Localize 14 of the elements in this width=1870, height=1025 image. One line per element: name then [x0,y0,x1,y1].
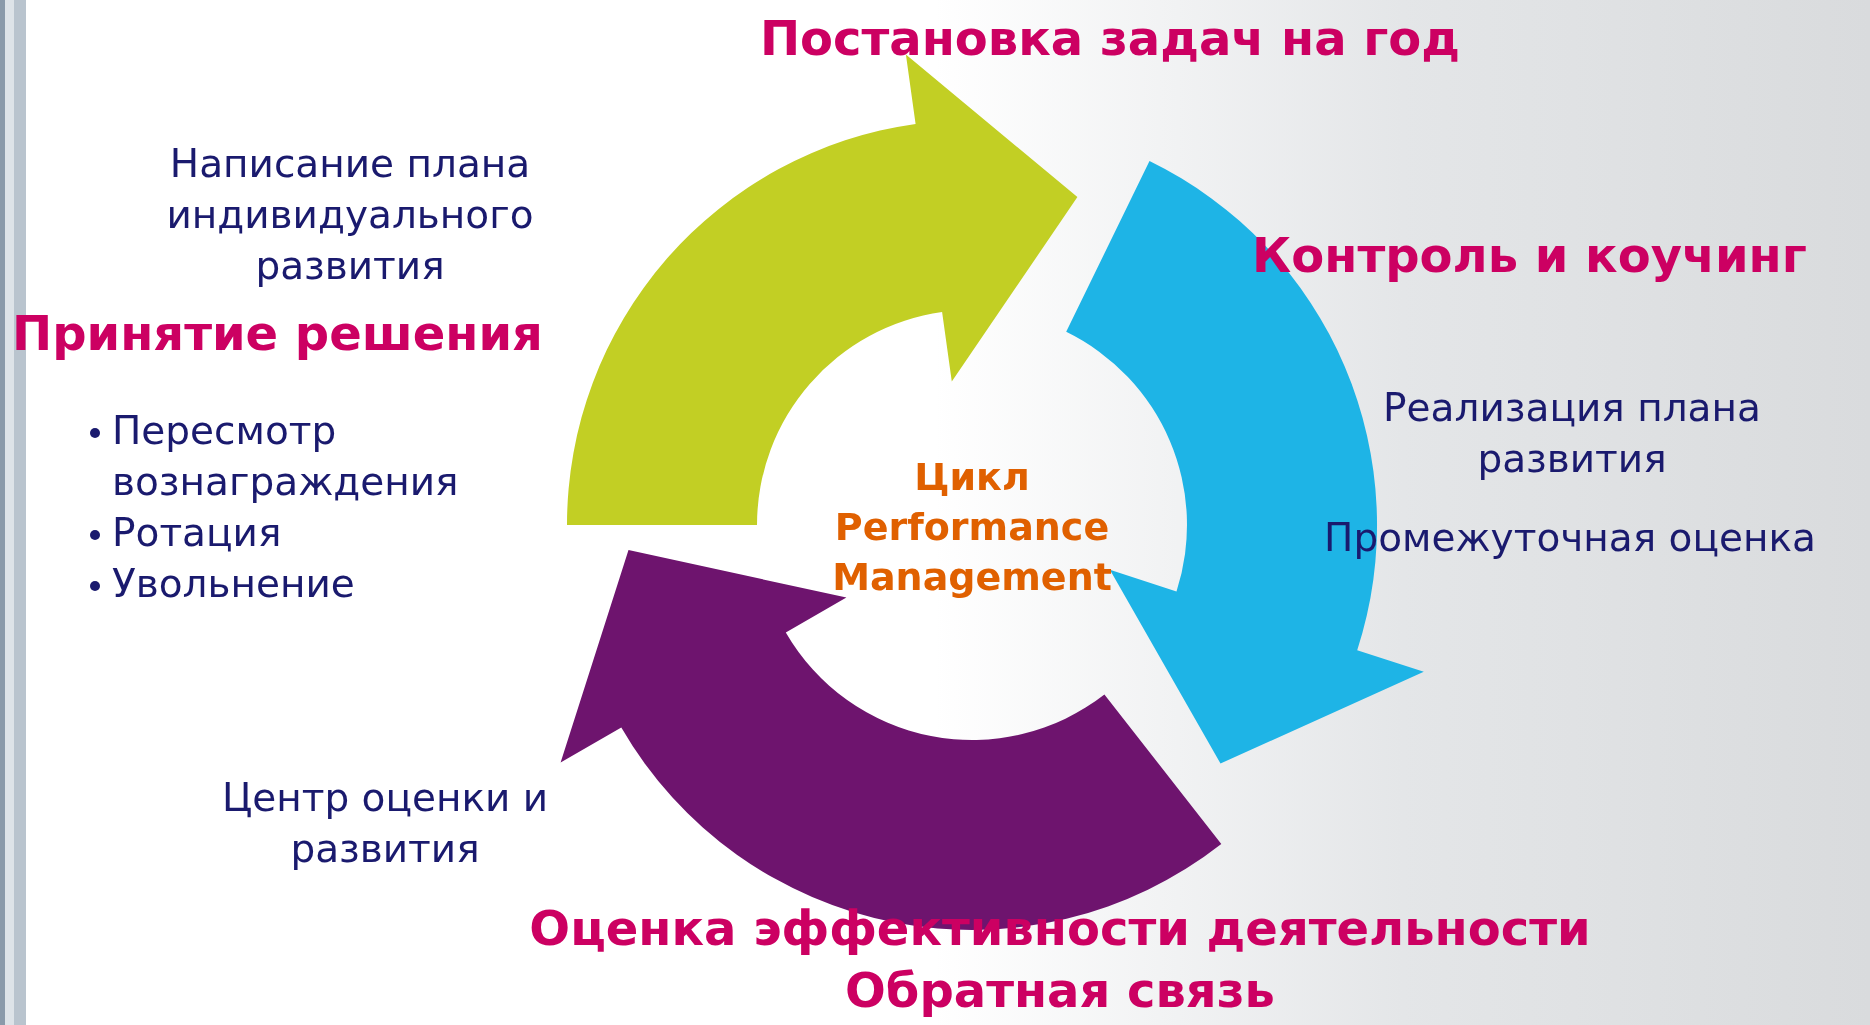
curved-arrow [567,54,1078,525]
stage-heading: Постановка задач на год [758,9,1462,68]
curved-arrow [560,550,1222,930]
stage-text: Написание плана индивидуального развития [165,140,535,290]
stage-text: Реализация плана развития [1382,384,1762,483]
stage-heading: Обратная связь [844,961,1276,1020]
stage-heading: Оценка эффективности деятельности [528,899,1592,958]
stage-text: Центр оценки и развития [220,774,550,873]
curved-arrow [1066,161,1424,764]
stage-heading: Принятие решения [12,304,544,363]
bullet-item: Пересмотр вознаграждения [112,407,460,506]
bullet-item: Увольнение [112,560,356,608]
bullet-item: Ротация [112,509,283,557]
cycle-title: Цикл Performance Management [831,454,1113,601]
